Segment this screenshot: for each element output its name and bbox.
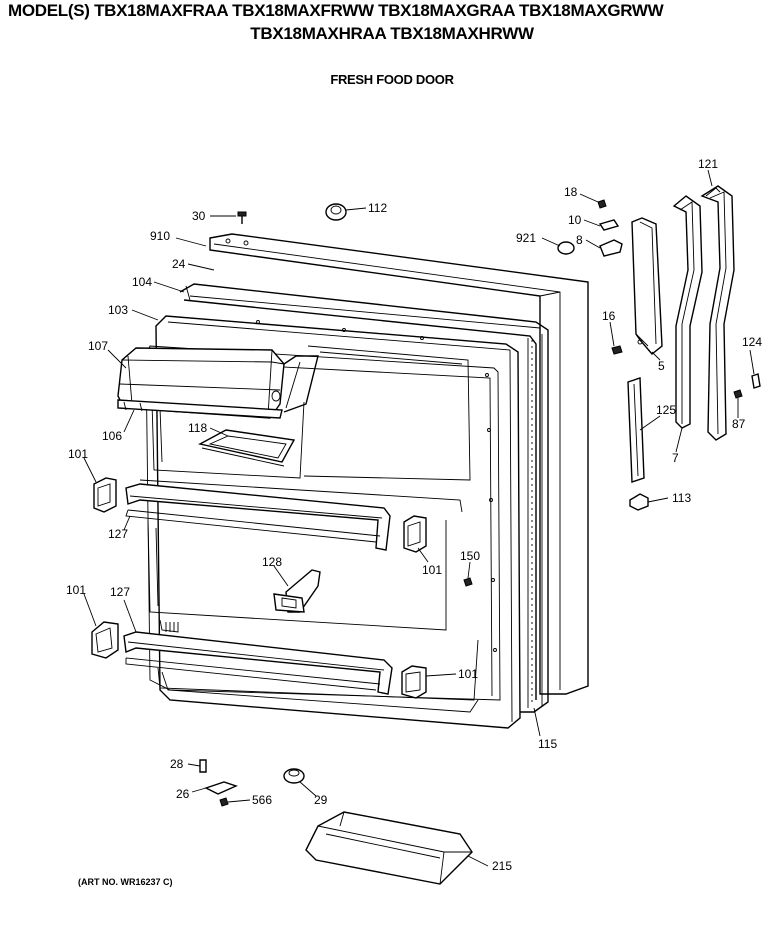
label-112: 112 <box>368 201 387 215</box>
liner-lower-curl <box>161 671 479 713</box>
handle-rail-7 <box>672 195 703 429</box>
door-gasket <box>179 283 549 713</box>
door-outer-panel <box>209 233 589 695</box>
screw-30 <box>237 211 247 224</box>
butter-tray <box>198 429 296 467</box>
bin-support-left-lower <box>91 621 119 659</box>
label-29: 29 <box>314 793 328 807</box>
label-124: 124 <box>742 335 762 349</box>
plug-112 <box>325 203 347 221</box>
label-30: 30 <box>192 209 206 223</box>
leader-lines <box>83 169 755 867</box>
models-line-2: TBX18MAXHRAA TBX18MAXHRWW <box>250 24 534 43</box>
bin-support-right-lower <box>401 665 427 699</box>
cap-921 <box>557 241 575 255</box>
label-26: 26 <box>176 787 190 801</box>
label-101-c: 101 <box>66 583 86 597</box>
label-10: 10 <box>568 213 582 227</box>
bin-support-right-upper <box>403 515 427 553</box>
label-566: 566 <box>252 793 272 807</box>
label-150: 150 <box>460 549 480 563</box>
screw-87 <box>733 389 743 399</box>
label-921: 921 <box>516 231 536 245</box>
handle-rail-121 <box>700 185 735 441</box>
models-line-1: MODEL(S) TBX18MAXFRAA TBX18MAXFRWW TBX18… <box>8 1 664 20</box>
label-215: 215 <box>492 859 512 873</box>
label-103: 103 <box>108 303 128 317</box>
label-106: 106 <box>102 429 122 443</box>
label-28: 28 <box>170 757 184 771</box>
label-7: 7 <box>672 451 679 465</box>
cap-124 <box>751 373 761 389</box>
door-bin-lower <box>123 631 393 695</box>
bin-support-left-upper <box>93 477 117 513</box>
label-115: 115 <box>538 737 557 751</box>
label-87: 87 <box>732 417 746 431</box>
label-101-b: 101 <box>422 563 442 577</box>
label-18: 18 <box>564 185 578 199</box>
clip-10 <box>598 219 620 231</box>
door-bin-upper <box>125 483 391 551</box>
label-118: 118 <box>188 421 207 435</box>
label-910: 910 <box>150 229 170 243</box>
part-labels: 30 112 910 24 104 103 107 106 118 101 12… <box>66 157 762 873</box>
label-121: 121 <box>698 157 718 171</box>
label-128: 128 <box>262 555 282 569</box>
label-107: 107 <box>88 339 108 353</box>
trim-strip-125 <box>627 377 645 483</box>
dairy-compartment-door <box>117 347 319 419</box>
removable-bin-215 <box>305 811 473 885</box>
screw-16 <box>611 345 623 355</box>
label-101-d: 101 <box>458 667 478 681</box>
cap-113 <box>629 493 649 511</box>
label-127-a: 127 <box>108 527 128 541</box>
dairy-hinge-strip <box>117 399 283 419</box>
label-104: 104 <box>132 275 152 289</box>
screw-566 <box>219 797 229 807</box>
screw-18 <box>597 199 607 209</box>
cap-8 <box>599 239 623 257</box>
label-127-b: 127 <box>110 585 130 599</box>
bottle-retainer <box>273 569 321 613</box>
art-number: (ART NO. WR16237 C) <box>78 877 173 887</box>
label-113: 113 <box>672 491 691 505</box>
screw-150 <box>463 577 473 587</box>
bumper-29 <box>283 768 305 784</box>
label-101-a: 101 <box>68 447 88 461</box>
label-5: 5 <box>658 359 665 373</box>
label-8: 8 <box>576 233 583 247</box>
pin-28 <box>199 759 207 773</box>
section-title: FRESH FOOD DOOR <box>330 72 454 87</box>
hinge-plate-26 <box>204 781 238 795</box>
label-16: 16 <box>602 309 616 323</box>
label-24: 24 <box>172 257 186 271</box>
hinge-bracket-5 <box>631 217 663 355</box>
label-125: 125 <box>656 403 676 417</box>
